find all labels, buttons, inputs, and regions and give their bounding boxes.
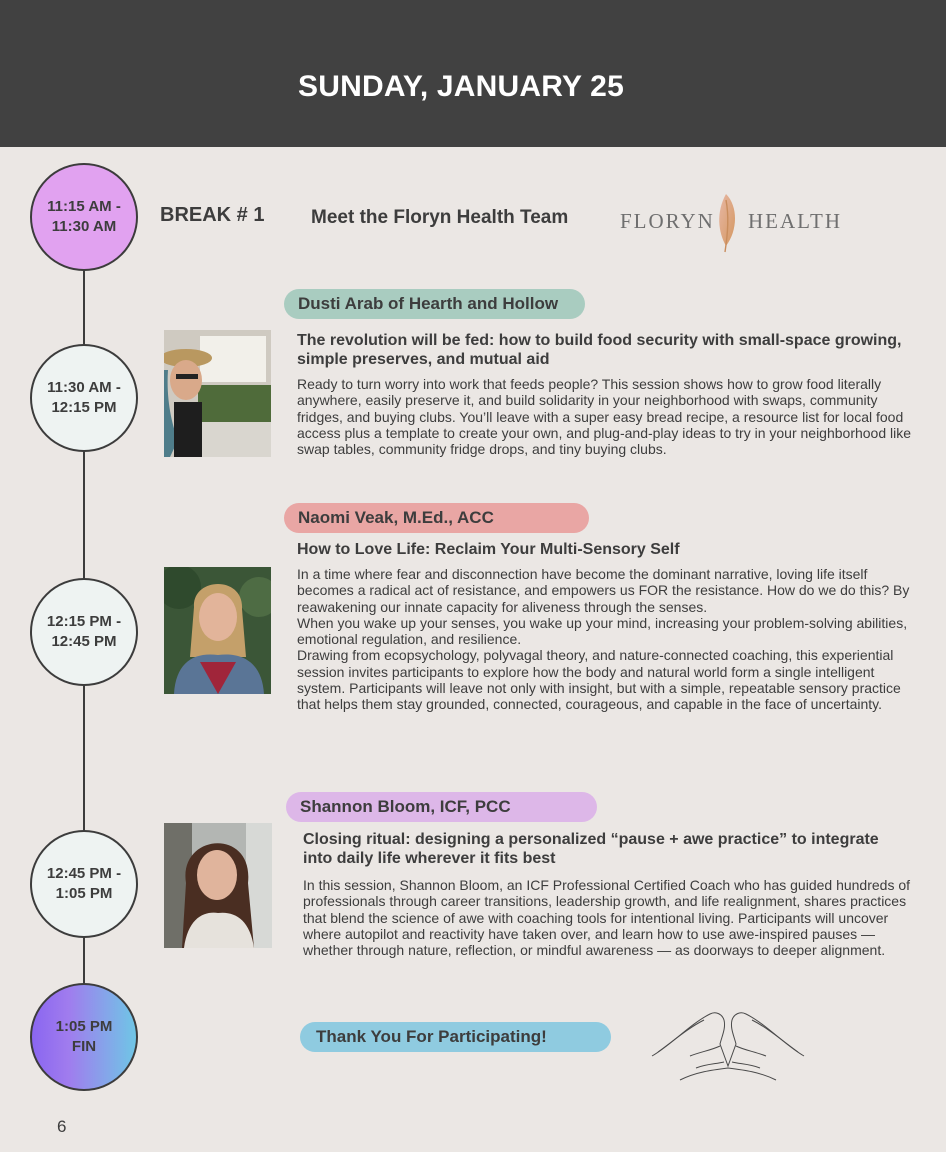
time-circle-break: 11:15 AM - 11:30 AM <box>30 163 138 271</box>
session-title-3: Closing ritual: designing a personalized… <box>303 831 879 867</box>
time-circle-session-3: 12:45 PM - 1:05 PM <box>30 830 138 938</box>
closing-label: Thank You For Participating! <box>316 1027 547 1046</box>
time-circle-fin: 1:05 PM FIN <box>30 983 138 1091</box>
time-start: 12:45 PM - <box>46 865 122 882</box>
break-label: BREAK # 1 <box>160 204 265 226</box>
closing-pill: Thank You For Participating! <box>300 1022 611 1052</box>
leaf-logo-icon <box>719 194 735 253</box>
time-start: 12:15 PM - <box>46 613 122 630</box>
time-end: FIN <box>71 1038 97 1055</box>
session-title-2: How to Love Life: Reclaim Your Multi-Sen… <box>297 541 680 558</box>
time-start: 1:05 PM <box>55 1018 113 1035</box>
page-number: 6 <box>57 1117 67 1136</box>
hands-heart-icon <box>651 1012 805 1081</box>
time-end: 1:05 PM <box>55 885 113 902</box>
session-description-1: Ready to turn worry into work that feeds… <box>297 376 912 458</box>
time-circle-session-1: 11:30 AM - 12:15 PM <box>30 344 138 452</box>
speaker-pill-1: Dusti Arab of Hearth and Hollow <box>284 289 585 319</box>
speaker-photo-2 <box>164 567 271 694</box>
time-end: 11:30 AM <box>51 218 117 235</box>
page-title: SUNDAY, JANUARY 25 <box>298 70 624 103</box>
speaker-photo-3 <box>164 823 272 948</box>
time-end: 12:15 PM <box>51 399 117 416</box>
floryn-health-logo: FLORYN HEALTH <box>618 192 840 254</box>
time-end: 12:45 PM <box>51 633 117 650</box>
session-description-2: In a time where fear and disconnection h… <box>297 566 910 713</box>
speaker-name: Naomi Veak, M.Ed., ACC <box>298 508 494 527</box>
speaker-name: Shannon Bloom, ICF, PCC <box>300 797 511 816</box>
speaker-pill-3: Shannon Bloom, ICF, PCC <box>286 792 597 822</box>
session-title-1: The revolution will be fed: how to build… <box>297 332 902 368</box>
speaker-name: Dusti Arab of Hearth and Hollow <box>298 294 559 313</box>
time-start: 11:15 AM - <box>47 198 121 215</box>
break-title: Meet the Floryn Health Team <box>311 207 569 228</box>
time-circle-session-2: 12:15 PM - 12:45 PM <box>30 578 138 686</box>
logo-text-right: HEALTH <box>748 209 843 233</box>
logo-text-left: FLORYN <box>620 209 715 233</box>
page-header: SUNDAY, JANUARY 25 <box>0 0 946 147</box>
session-description-3: In this session, Shannon Bloom, an ICF P… <box>303 877 911 959</box>
time-start: 11:30 AM - <box>47 379 121 396</box>
speaker-photo-1 <box>164 330 271 457</box>
speaker-pill-2: Naomi Veak, M.Ed., ACC <box>284 503 589 533</box>
